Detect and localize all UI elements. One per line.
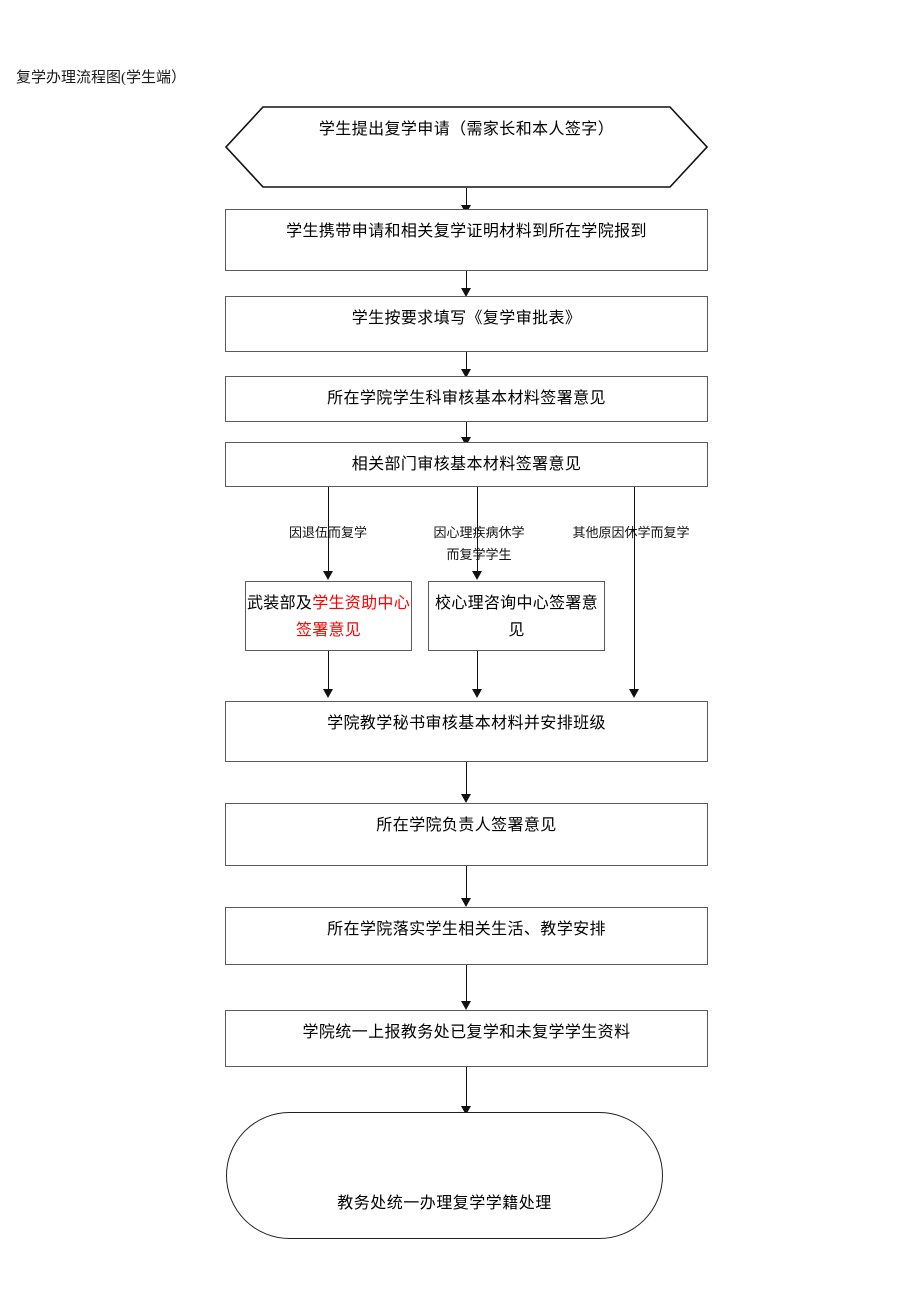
connector-step4-to-step5-other	[634, 487, 635, 692]
hexagon-shape	[225, 106, 708, 188]
arrowhead-step3-to-step4	[461, 437, 471, 446]
flow-node-end-label: 教务处统一办理复学学籍处理	[337, 1194, 552, 1212]
flow-node-step-4-label: 相关部门审核基本材料签署意见	[351, 456, 582, 473]
connector-branch-veteran-to-step5	[328, 651, 329, 692]
branch-label-psych: 因心理疾病休学 而复学学生	[433, 525, 525, 562]
connector-step2-to-step3	[466, 352, 467, 376]
flow-node-step-8: 学院统一上报教务处已复学和未复学学生资料	[225, 1010, 708, 1067]
flow-node-branch-veteran-label: 武装部及学生资助中心签署意见	[246, 582, 411, 644]
arrowhead-step8-to-end	[461, 1106, 471, 1115]
branch-label-veteran: 因退伍而复学	[288, 525, 367, 540]
flow-node-step-7-label: 所在学院落实学生相关生活、教学安排	[327, 921, 606, 938]
connector-step3-to-step4	[466, 422, 467, 442]
arrowhead-step5-to-step6	[461, 794, 471, 803]
arrowhead-branch-psych	[472, 571, 482, 580]
branch-veteran-label-plain: 武装部及	[246, 595, 313, 612]
flow-node-step-1: 学生携带申请和相关复学证明材料到所在学院报到	[225, 209, 708, 271]
flow-node-start-label: 学生提出复学申请（需家长和本人签字）	[318, 121, 615, 138]
connector-step4-to-branch-veteran	[328, 487, 329, 574]
connector-step4-to-branch-psych	[477, 487, 478, 574]
connector-step8-to-end	[466, 1067, 467, 1109]
connector-step7-to-step8	[466, 965, 467, 1004]
arrowhead-branch-psych-to-step5	[472, 689, 482, 698]
flow-node-step-3: 所在学院学生科审核基本材料签署意见	[225, 376, 708, 422]
flow-node-step-7: 所在学院落实学生相关生活、教学安排	[225, 907, 708, 965]
flow-node-step-4: 相关部门审核基本材料签署意见	[225, 442, 708, 487]
arrowhead-branch-veteran	[323, 571, 333, 580]
flow-node-branch-veteran: 武装部及学生资助中心签署意见	[245, 581, 412, 651]
arrowhead-step7-to-step8	[461, 1001, 471, 1010]
arrowhead-branch-other-to-step5	[629, 689, 639, 698]
page-title-text: 复学办理流程图(学生端）	[16, 70, 186, 86]
flow-node-step-2-label: 学生按要求填写《复学审批表》	[351, 310, 582, 327]
flow-node-step-1-label: 学生携带申请和相关复学证明材料到所在学院报到	[286, 223, 647, 240]
flow-node-step-6: 所在学院负责人签署意见	[225, 803, 708, 866]
connector-step6-to-step7	[466, 866, 467, 901]
connector-start-to-step1	[466, 188, 467, 209]
arrowhead-branch-veteran-to-step5	[323, 689, 333, 698]
flow-node-start: 学生提出复学申请（需家长和本人签字）	[225, 106, 708, 188]
arrowhead-step1-to-step2	[461, 288, 471, 297]
flow-node-branch-psych: 校心理咨询中心签署意见	[428, 581, 605, 651]
arrowhead-step6-to-step7	[461, 898, 471, 907]
arrowhead-step2-to-step3	[461, 369, 471, 378]
connector-step1-to-step2	[466, 271, 467, 295]
flow-node-step-5: 学院教学秘书审核基本材料并安排班级	[225, 701, 708, 762]
connector-step5-to-step6	[466, 762, 467, 797]
flow-node-step-2: 学生按要求填写《复学审批表》	[225, 296, 708, 352]
flow-node-step-8-label: 学院统一上报教务处已复学和未复学学生资料	[302, 1024, 631, 1041]
branch-label-other: 其他原因休学而复学	[572, 525, 690, 540]
branch-veteran-label-highlight: 学生资助中心签署意见	[295, 595, 410, 639]
flow-node-step-5-label: 学院教学秘书审核基本材料并安排班级	[327, 715, 606, 732]
page-title: 复学办理流程图(学生端）	[16, 68, 186, 88]
flow-node-end: 教务处统一办理复学学籍处理	[226, 1112, 663, 1239]
connector-branch-psych-to-step5	[477, 651, 478, 692]
flow-node-branch-psych-label: 校心理咨询中心签署意见	[434, 595, 598, 639]
flow-node-step-6-label: 所在学院负责人签署意见	[376, 817, 557, 834]
flow-node-step-3-label: 所在学院学生科审核基本材料签署意见	[327, 390, 606, 407]
